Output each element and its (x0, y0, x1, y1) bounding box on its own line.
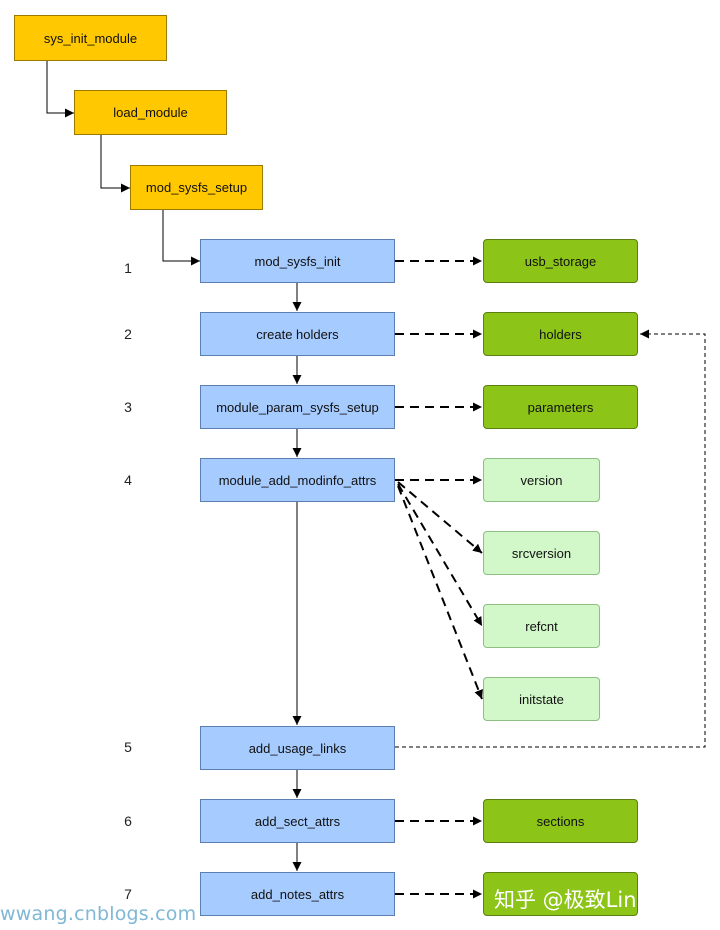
node-add-sect-attrs: add_sect_attrs (200, 799, 395, 843)
node-refcnt: refcnt (483, 604, 600, 648)
node-mod-sysfs-init: mod_sysfs_init (200, 239, 395, 283)
node-initstate: initstate (483, 677, 600, 721)
node-add-usage-links: add_usage_links (200, 726, 395, 770)
watermark-zhihu: 知乎 @极致Linux内核 (494, 888, 705, 912)
step-number-2: 2 (124, 326, 132, 342)
node-holders: holders (483, 312, 638, 356)
node-notes (483, 872, 638, 916)
edge-srcversion (397, 481, 483, 554)
watermark-cnblogs: wwang.cnblogs.com (0, 903, 197, 925)
edge-initstate (397, 485, 483, 700)
step-number-1: 1 (124, 260, 132, 276)
step-number-7: 7 (124, 886, 132, 902)
step-number-4: 4 (124, 472, 132, 488)
node-sys-init-module: sys_init_module (14, 15, 167, 61)
node-module-param-sysfs-setup: module_param_sysfs_setup (200, 385, 395, 429)
node-add-notes-attrs: add_notes_attrs (200, 872, 395, 916)
node-parameters: parameters (483, 385, 638, 429)
node-sections: sections (483, 799, 638, 843)
edge-setup-to-init (162, 210, 200, 266)
node-mod-sysfs-setup: mod_sysfs_setup (130, 165, 263, 210)
node-srcversion: srcversion (483, 531, 600, 575)
edge-load-to-setup (100, 135, 130, 193)
node-load-module: load_module (74, 90, 227, 135)
edge-usage-links-to-holders (395, 329, 706, 748)
edge-refcnt (397, 483, 483, 627)
node-version: version (483, 458, 600, 502)
node-module-add-modinfo-attrs: module_add_modinfo_attrs (200, 458, 395, 502)
step-number-3: 3 (124, 399, 132, 415)
step-number-6: 6 (124, 813, 132, 829)
step-number-5: 5 (124, 739, 132, 755)
edge-sys-init-to-load (46, 61, 74, 118)
node-create-holders: create holders (200, 312, 395, 356)
node-usb-storage: usb_storage (483, 239, 638, 283)
